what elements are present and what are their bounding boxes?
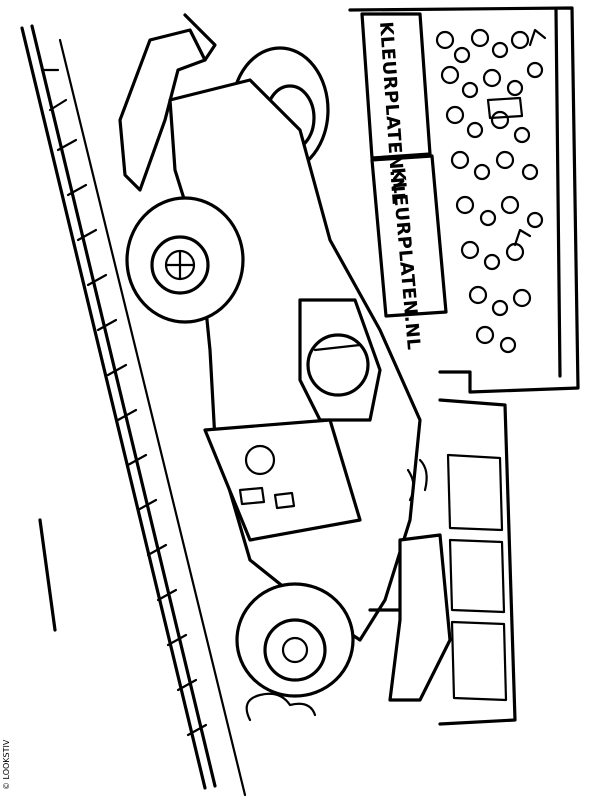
grandstand-outline xyxy=(348,6,580,394)
front-wheel xyxy=(235,582,355,698)
race-track xyxy=(20,24,247,797)
crowd xyxy=(435,28,547,354)
front-wing xyxy=(388,533,452,702)
side-pod xyxy=(203,418,362,542)
flag xyxy=(528,28,547,47)
gauge xyxy=(244,444,276,476)
track-curb xyxy=(58,38,247,797)
track-edge-outer xyxy=(20,26,207,790)
grandstand-side xyxy=(554,8,562,378)
copyright-text: © LOOKSTIV xyxy=(2,739,11,790)
motion-line xyxy=(406,468,415,502)
driver-helmet xyxy=(306,333,370,397)
banner-bottom xyxy=(370,154,448,318)
grandstand: KLEURPLATEN.NL KLEURPLATEN.NL xyxy=(348,6,580,394)
track-line xyxy=(38,518,57,632)
rear-wheel-spokes xyxy=(164,249,196,281)
flag xyxy=(513,228,532,247)
crowd-sign xyxy=(486,96,524,120)
rear-wing-top xyxy=(183,13,217,62)
smoke-puff xyxy=(245,692,317,722)
rear-wheel-left-hub xyxy=(150,235,210,295)
race-car xyxy=(118,13,452,722)
curb-stripes xyxy=(40,68,208,737)
banner-top xyxy=(360,12,432,160)
rear-wheel-left xyxy=(125,196,245,324)
pit-wall xyxy=(438,398,517,726)
pit-wall-outline xyxy=(438,398,517,726)
helmet-visor xyxy=(313,343,362,352)
front-wheel-hub xyxy=(263,618,327,682)
motion-line xyxy=(418,458,428,492)
rear-wing xyxy=(118,28,207,192)
track-edge-inner xyxy=(30,24,217,788)
